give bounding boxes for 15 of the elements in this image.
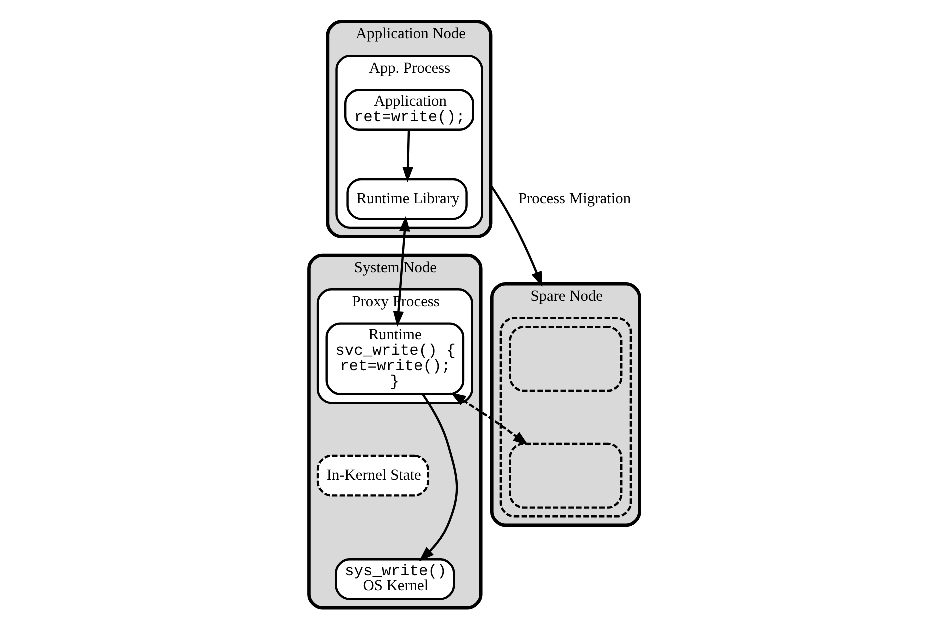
node-box: sys_write() OS Kernel [335,558,456,600]
edge-label: Process Migration [518,190,632,208]
node-box: In-Kernel State [316,454,430,497]
node-box: Application ret=write(); [344,89,474,131]
cluster: Spare Node [490,282,642,528]
arrow [450,392,529,446]
cluster [500,317,632,518]
arrow [419,394,458,562]
arrow [402,130,414,183]
node-box: Runtime Library [346,178,468,220]
arrow [490,185,543,288]
node-box: Runtime svc_write() { ret=write(); } [326,322,465,396]
arrow [393,216,410,327]
node-box [509,326,623,392]
node-box [509,442,623,509]
